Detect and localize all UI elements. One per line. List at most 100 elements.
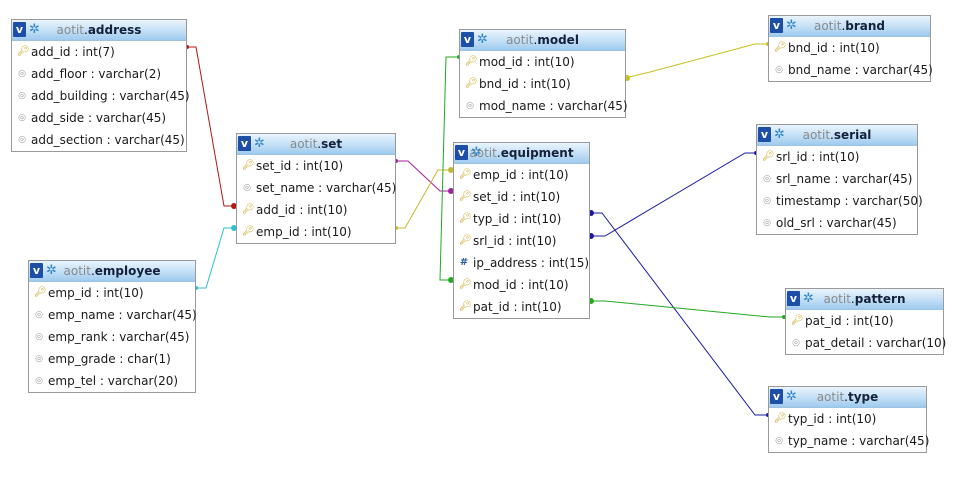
table-header-equipment[interactable]: v ✲ aotit.equipment — [454, 143, 589, 164]
link-equipment-type — [589, 212, 769, 416]
v-view-icon[interactable]: v — [758, 127, 771, 142]
table-equipment[interactable]: v ✲ aotit.equipment 🔑︎emp_id : int(10) 🔑… — [453, 142, 590, 319]
key-icon: 🔑︎ — [459, 213, 472, 224]
column-row[interactable]: ◎ timestamp : varchar(50) — [757, 190, 923, 212]
column-label: typ_id : int(10) — [473, 212, 562, 226]
column-row[interactable]: ◎add_section : varchar(45) — [12, 129, 186, 151]
table-header-pattern[interactable]: v ✲ aotit.pattern — [786, 289, 943, 310]
schema-name: aotit — [802, 128, 831, 142]
key-icon: 🔑︎ — [34, 287, 47, 298]
column-row[interactable]: ◎pat_detail : varchar(10) — [786, 332, 946, 354]
column-icon: ◎ — [18, 113, 26, 123]
column-row[interactable]: 🔑︎emp_id : int(10) — [29, 282, 195, 304]
gear-icon[interactable]: ✲ — [29, 22, 40, 37]
v-view-icon[interactable]: v — [787, 291, 800, 306]
column-label: bnd_id : int(10) — [788, 41, 880, 55]
gear-icon[interactable]: ✲ — [803, 291, 814, 306]
column-label: bnd_id : int(10) — [479, 77, 571, 91]
table-type[interactable]: v ✲ aotit.type 🔑︎typ_id : int(10) ◎typ_n… — [768, 386, 929, 453]
column-row[interactable]: ◎typ_name : varchar(45) — [769, 430, 929, 452]
column-row[interactable]: 🔑︎emp_id : int(10) — [237, 221, 395, 243]
column-row[interactable]: 🔑︎mod_id : int(10) — [460, 51, 625, 73]
column-row[interactable]: ◎ add_side : varchar(45) — [12, 107, 186, 129]
column-icon: ◎ — [763, 218, 771, 228]
column-row[interactable]: 🔑︎typ_id : int(10) — [454, 208, 589, 230]
column-row[interactable]: ◎add_floor : varchar(2) — [12, 63, 186, 85]
column-row[interactable]: 🔑︎srl_id : int(10) — [454, 230, 589, 252]
table-address[interactable]: v ✲ aotit.address 🔑︎add_id : int(7) ◎add… — [11, 19, 190, 152]
column-row[interactable]: ◎emp_name : varchar(45) — [29, 304, 197, 326]
link-end-equip-empid — [448, 167, 454, 173]
v-view-icon[interactable]: v — [13, 22, 26, 37]
column-row[interactable]: ◎ add_building : varchar(45) — [12, 85, 190, 107]
table-header-employee[interactable]: v ✲ aotit.employee — [29, 261, 195, 282]
column-row[interactable]: 🔑︎bnd_id : int(10) — [769, 37, 930, 59]
v-view-icon[interactable]: v — [770, 18, 783, 33]
table-name: employee — [94, 264, 161, 278]
column-row[interactable]: ◎mod_name : varchar(45) — [460, 95, 628, 117]
table-header-model[interactable]: v ✲ aotit.model — [460, 30, 625, 51]
column-icon: ◎ — [18, 91, 26, 101]
table-brand[interactable]: v ✲ aotit.brand 🔑︎bnd_id : int(10) ◎bnd_… — [768, 15, 933, 82]
column-row[interactable]: ◎set_name : varchar(45) — [237, 177, 396, 199]
column-row[interactable]: 🔑︎add_id : int(10) — [237, 199, 395, 221]
column-label: emp_rank : varchar(45) — [48, 330, 190, 344]
gear-icon[interactable]: ✲ — [786, 389, 797, 404]
table-employee[interactable]: v ✲ aotit.employee 🔑︎emp_id : int(10) ◎e… — [28, 260, 197, 393]
table-header-brand[interactable]: v ✲ aotit.brand — [769, 16, 930, 37]
column-row[interactable]: ◎old_srl : varchar(45) — [757, 212, 917, 234]
table-set[interactable]: v ✲ aotit.set 🔑︎set_id : int(10) ◎set_na… — [236, 133, 396, 244]
column-row[interactable]: 🔑︎set_id : int(10) — [454, 186, 589, 208]
table-header-serial[interactable]: v ✲ aotit.serial — [757, 125, 917, 146]
v-view-icon[interactable]: v — [238, 136, 251, 151]
column-row[interactable]: 🔑︎set_id : int(10) — [237, 155, 395, 177]
gear-icon[interactable]: ✲ — [477, 32, 488, 47]
column-row[interactable]: ◎emp_grade : char(1) — [29, 348, 195, 370]
column-label: add_building : varchar(45) — [31, 89, 190, 103]
table-pattern[interactable]: v ✲ aotit.pattern 🔑︎pat_id : int(10) ◎pa… — [785, 288, 946, 355]
gear-icon[interactable]: ✲ — [254, 136, 265, 151]
column-label: add_side : varchar(45) — [31, 111, 167, 125]
column-label: mod_name : varchar(45) — [479, 99, 628, 113]
column-row[interactable]: ◎emp_rank : varchar(45) — [29, 326, 195, 348]
table-header-type[interactable]: v ✲ aotit.type — [769, 387, 926, 408]
column-row[interactable]: 🔑︎add_id : int(7) — [12, 41, 186, 63]
gear-icon[interactable]: ✲ — [471, 145, 482, 160]
column-row[interactable]: 🔑︎pat_id : int(10) — [454, 296, 589, 318]
column-label: timestamp : varchar(50) — [776, 194, 923, 208]
column-row[interactable]: ◎bnd_name : varchar(45) — [769, 59, 933, 81]
gear-icon[interactable]: ✲ — [786, 18, 797, 33]
column-label: srl_id : int(10) — [473, 234, 557, 248]
column-row[interactable]: 🔑︎typ_id : int(10) — [769, 408, 926, 430]
column-label: typ_id : int(10) — [788, 412, 877, 426]
column-row[interactable]: 🔑︎pat_id : int(10) — [786, 310, 943, 332]
column-row[interactable]: 🔑︎bnd_id : int(10) — [460, 73, 625, 95]
table-header-set[interactable]: v ✲ aotit.set — [237, 134, 395, 155]
v-view-icon[interactable]: v — [30, 263, 43, 278]
column-row[interactable]: ◎emp_tel : varchar(20) — [29, 370, 195, 392]
column-row[interactable]: 🔑︎srl_id : int(10) — [757, 146, 917, 168]
column-row[interactable]: 🔑︎emp_id : int(10) — [454, 164, 589, 186]
column-row[interactable]: #ip_address : int(15) — [454, 252, 589, 274]
link-set-employee — [195, 227, 237, 289]
link-end-equip-modid — [448, 277, 454, 283]
table-header-address[interactable]: v ✲ aotit.address — [12, 20, 186, 41]
column-row[interactable]: 🔑︎mod_id : int(10) — [454, 274, 589, 296]
column-icon: ◎ — [763, 196, 771, 206]
gear-icon[interactable]: ✲ — [46, 263, 57, 278]
link-end-set-addid — [231, 203, 237, 209]
v-view-icon[interactable]: v — [455, 145, 468, 160]
key-icon: 🔑︎ — [459, 169, 472, 180]
v-view-icon[interactable]: v — [461, 32, 474, 47]
link-equipment-serial — [589, 152, 757, 237]
schema-name: aotit — [469, 146, 497, 160]
table-model[interactable]: v ✲ aotit.model 🔑︎mod_id : int(10) 🔑︎bnd… — [459, 29, 628, 118]
v-view-icon[interactable]: v — [770, 389, 783, 404]
schema-name: aotit — [506, 33, 534, 47]
gear-icon[interactable]: ✲ — [774, 127, 785, 142]
table-name: serial — [833, 128, 872, 142]
column-label: emp_grade : char(1) — [48, 352, 171, 366]
key-icon: 🔑︎ — [762, 151, 775, 162]
column-row[interactable]: ◎srl_name : varchar(45) — [757, 168, 917, 190]
table-serial[interactable]: v ✲ aotit.serial 🔑︎srl_id : int(10) ◎srl… — [756, 124, 923, 235]
